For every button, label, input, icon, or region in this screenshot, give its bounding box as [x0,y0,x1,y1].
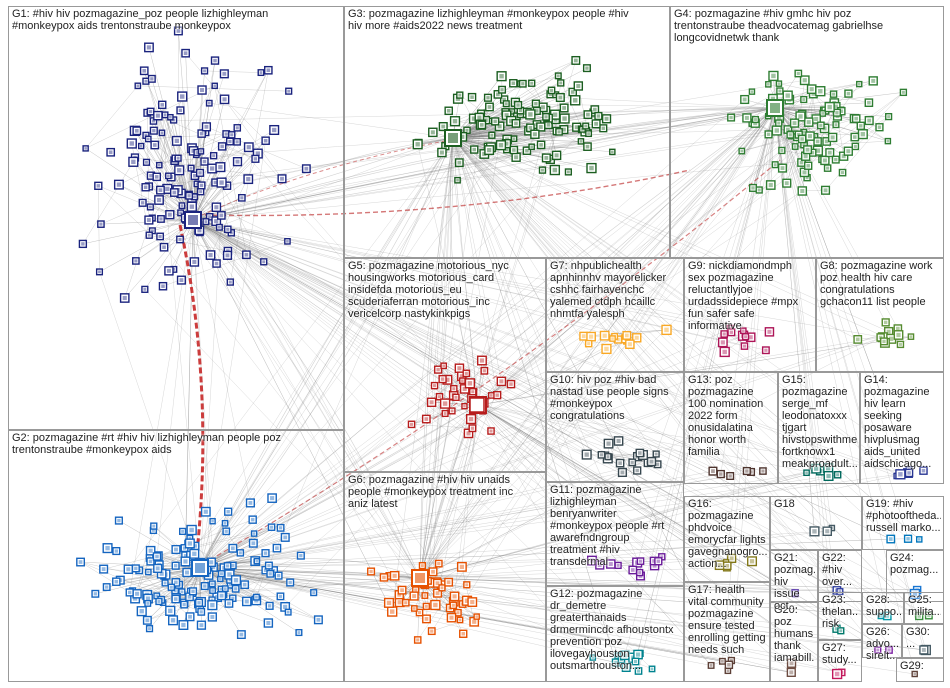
cluster-box-g1: G1: #hiv hiv pozmagazine_poz people lizh… [8,6,344,430]
cluster-label: G4: pozmagazine #hiv gmhc hiv poz trento… [674,8,941,44]
cluster-label: G18 [774,498,859,510]
cluster-box-g13: G13: poz pozmagazine 100 nomination 2022… [684,372,778,484]
cluster-label: G6: pozmagazine #hiv hiv unaids people #… [348,474,543,510]
cluster-box-g19: G19: #hiv #photooftheda... russell marko… [862,496,944,550]
cluster-label: G24: pozmag... [890,552,941,576]
cluster-box-g14: G14: pozmagazine hiv learn seeking posaw… [860,372,944,484]
cluster-label: G7: nhpublichealth apnhinnhv mayorelicke… [550,260,681,320]
cluster-box-g27: G27: study... [818,640,862,682]
cluster-box-g3: G3: pozmagazine lizhighleyman #monkeypox… [344,6,670,258]
cluster-label: G11: pozmagazine lizhighleyman benryanwr… [550,484,681,568]
cluster-box-g16: G16: pozmagazine phdvoice emorycfar ligh… [684,496,770,582]
cluster-label: G29: [900,660,941,672]
cluster-label: G13: poz pozmagazine 100 nomination 2022… [688,374,775,458]
cluster-label: G19: #hiv #photooftheda... russell marko… [866,498,941,534]
cluster-box-g29: G29: [896,658,944,682]
cluster-box-g15: G15: pozmagazine serge_mf leodonatoxxx t… [778,372,860,484]
cluster-box-g2: G2: pozmagazine #rt #hiv hiv lizhighleym… [8,430,344,682]
cluster-box-g9: G9: nickdiamondmph sex pozmagazine reluc… [684,258,816,372]
cluster-label: G2: pozmagazine #rt #hiv hiv lizhighleym… [12,432,341,456]
cluster-box-g21: G21: pozmag... hiv issue oct... [770,550,818,602]
cluster-box-g20: G20: poz humans thank iamabill... [770,602,818,682]
cluster-label: G28: suppo... [866,594,901,618]
cluster-label: G23: thelan... risk [822,594,859,630]
cluster-box-g5: G5: pozmagazine motorious_nyc housingwor… [344,258,546,472]
cluster-box-g12: G12: pozmagazine dr_demetre greaterthana… [546,586,684,682]
cluster-box-g7: G7: nhpublichealth apnhinnhv mayorelicke… [546,258,684,372]
cluster-label: G5: pozmagazine motorious_nyc housingwor… [348,260,543,320]
cluster-box-g8: G8: pozmagazine work poz health hiv care… [816,258,944,372]
cluster-box-g6: G6: pozmagazine #hiv hiv unaids people #… [344,472,546,682]
cluster-label: G1: #hiv hiv pozmagazine_poz people lizh… [12,8,341,32]
cluster-box-g18: G18 [770,496,862,550]
cluster-box-g30: G30: ... [902,624,944,658]
cluster-label: G30: ... [906,626,941,650]
cluster-label: G3: pozmagazine lizhighleyman #monkeypox… [348,8,667,32]
cluster-label: G14: pozmagazine hiv learn seeking posaw… [864,374,941,470]
cluster-label: G16: pozmagazine phdvoice emorycfar ligh… [688,498,767,570]
cluster-label: G15: pozmagazine serge_mf leodonatoxxx t… [782,374,857,470]
cluster-label: G8: pozmagazine work poz health hiv care… [820,260,941,308]
cluster-label: G27: study... [822,642,859,666]
cluster-box-g25: G25: milita... [904,592,944,624]
cluster-box-g26: G26: advo... sirelt... [862,624,902,658]
cluster-box-g28: G28: suppo... [862,592,904,624]
cluster-label: G26: advo... sirelt... [866,626,899,662]
cluster-label: G12: pozmagazine dr_demetre greaterthana… [550,588,681,672]
cluster-box-g23: G23: thelan... risk [818,592,862,640]
cluster-label: G9: nickdiamondmph sex pozmagazine reluc… [688,260,813,332]
cluster-label: G25: milita... [908,594,941,618]
cluster-box-g17: G17: health vital community pozmagazine … [684,582,770,682]
cluster-label: G10: hiv poz #hiv bad nastad use people … [550,374,681,422]
cluster-label: G22: #hiv over... [822,552,859,588]
cluster-label: G17: health vital community pozmagazine … [688,584,767,656]
cluster-box-g10: G10: hiv poz #hiv bad nastad use people … [546,372,684,482]
cluster-box-g4: G4: pozmagazine #hiv gmhc hiv poz trento… [670,6,944,258]
cluster-box-g11: G11: pozmagazine lizhighleyman benryanwr… [546,482,684,586]
cluster-label: G20: poz humans thank iamabill... [774,604,815,664]
